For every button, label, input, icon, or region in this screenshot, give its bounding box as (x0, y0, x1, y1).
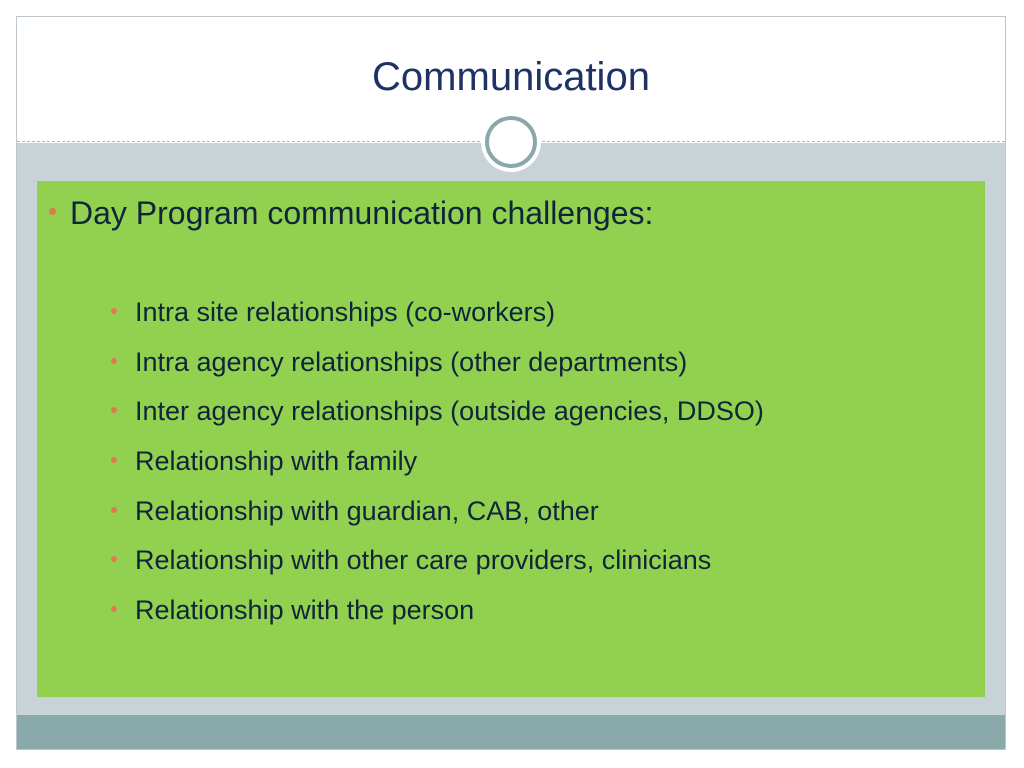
sub-bullet-list: Intra site relationships (co-workers) In… (111, 297, 764, 645)
list-item: Relationship with family (111, 446, 764, 496)
slide-title: Communication (372, 55, 650, 99)
bullet-dot-icon (111, 456, 117, 463)
list-item: Relationship with other care providers, … (111, 545, 764, 595)
bullet-dot-icon (111, 407, 117, 414)
list-item: Relationship with the person (111, 595, 764, 645)
list-item: Intra agency relationships (other depart… (111, 347, 764, 397)
bullet-dot-icon (111, 606, 117, 612)
list-item-text: Inter agency relationships (outside agen… (135, 396, 764, 427)
list-item-text: Relationship with the person (135, 595, 475, 626)
main-bullet-text: Day Program communication challenges: (70, 195, 654, 231)
main-bullet: Day Program communication challenges: (49, 195, 653, 232)
bullet-dot-icon (111, 307, 117, 314)
list-item-text: Relationship with guardian, CAB, other (135, 495, 599, 526)
bullet-dot-icon (49, 208, 56, 216)
bullet-dot-icon (111, 357, 117, 364)
content-box: Day Program communication challenges: In… (35, 179, 987, 699)
bullet-dot-icon (111, 506, 117, 513)
divider-circle-icon (485, 116, 537, 168)
list-item: Relationship with guardian, CAB, other (111, 496, 764, 546)
bullet-dot-icon (111, 556, 117, 563)
list-item-text: Intra site relationships (co-workers) (135, 297, 556, 327)
footer-band (17, 715, 1005, 749)
list-item-text: Relationship with other care providers, … (135, 545, 712, 576)
list-item: Inter agency relationships (outside agen… (111, 396, 764, 446)
list-item: Intra site relationships (co-workers) (111, 297, 764, 347)
list-item-text: Relationship with family (135, 446, 418, 477)
list-item-text: Intra agency relationships (other depart… (135, 346, 688, 377)
slide: Communication Day Program communication … (16, 16, 1006, 750)
